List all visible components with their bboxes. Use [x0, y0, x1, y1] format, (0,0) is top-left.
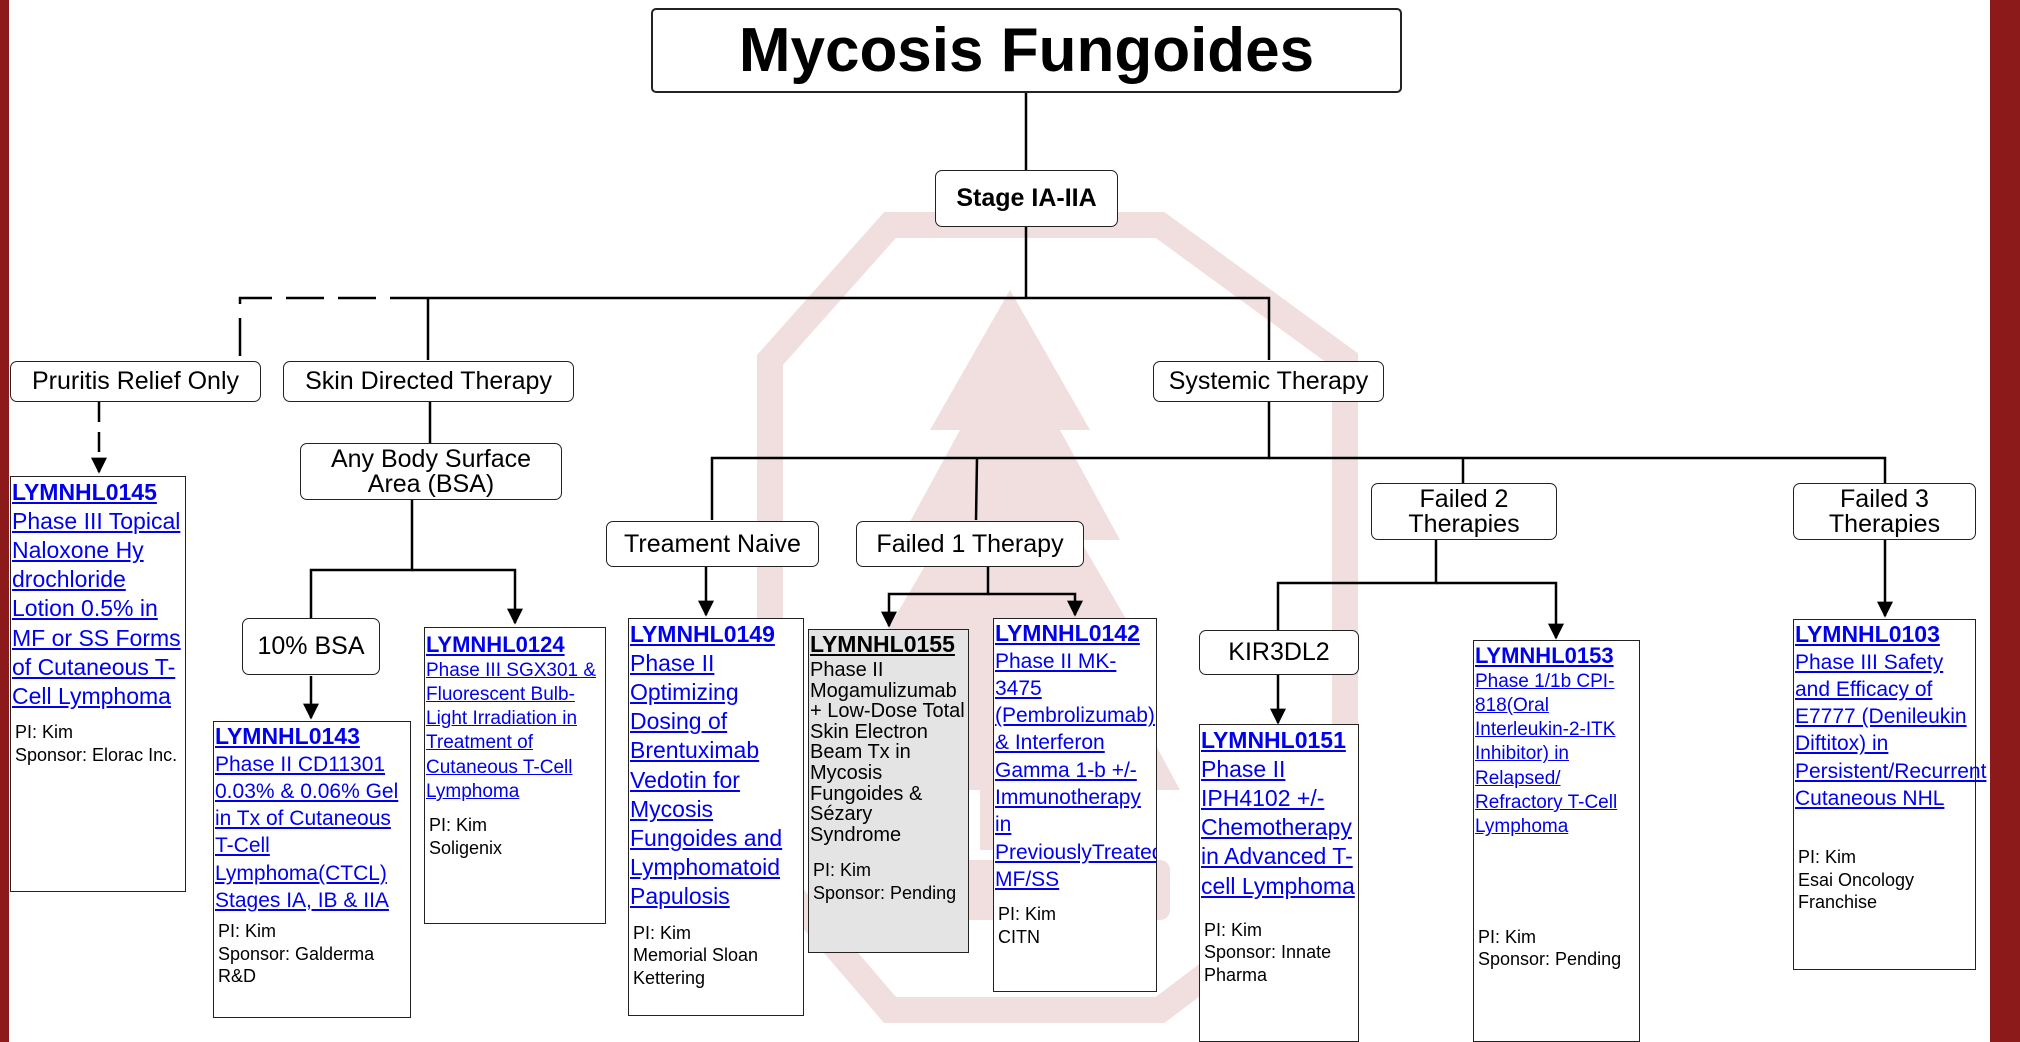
trial-card-lymnhl0153[interactable]: LYMNHL0153 Phase 1/1b CPI-818(Oral Inter…	[1473, 640, 1640, 1042]
trial-id-link[interactable]: LYMNHL0153	[1475, 643, 1614, 668]
trial-pi-sponsor: PI: Kim Esai Oncology Franchise	[1798, 847, 1915, 913]
kir3dl2-node: KIR3DL2	[1199, 630, 1359, 675]
trial-card-lymnhl0143[interactable]: LYMNHL0143 Phase II CD11301 0.03% & 0.06…	[213, 721, 411, 1018]
trial-id-link[interactable]: LYMNHL0103	[1795, 621, 1940, 647]
trial-id-link[interactable]: LYMNHL0149	[630, 621, 775, 647]
trial-id-label[interactable]: LYMNHL0155	[810, 631, 955, 657]
failed-two-therapies-node: Failed 2 Therapies	[1371, 483, 1557, 540]
trial-pi-sponsor: PI: Kim Soligenix	[429, 815, 503, 858]
trial-card-lymnhl0142[interactable]: LYMNHL0142 Phase II MK-3475 (Pembrolizum…	[993, 618, 1157, 992]
trial-title-link[interactable]: Phase II IPH4102 +/- Chemotherapy in Adv…	[1201, 755, 1355, 899]
trial-card-lymnhl0124[interactable]: LYMNHL0124 Phase III SGX301 & Fluorescen…	[424, 627, 606, 924]
systemic-therapy-node: Systemic Therapy	[1153, 361, 1384, 402]
failed-three-therapies-node: Failed 3 Therapies	[1793, 483, 1976, 540]
trial-pi-sponsor: PI: Kim Sponsor: Pending	[813, 860, 957, 903]
trial-card-lymnhl0151[interactable]: LYMNHL0151 Phase II IPH4102 +/- Chemothe…	[1199, 724, 1359, 1042]
stage-node: Stage IA-IIA	[935, 170, 1118, 227]
trial-id-link[interactable]: LYMNHL0124	[426, 632, 565, 657]
trial-card-lymnhl0103[interactable]: LYMNHL0103 Phase III Safety and Efficacy…	[1793, 619, 1987, 970]
trial-pi-sponsor: PI: Kim Sponsor: Pending	[1478, 926, 1622, 970]
trial-title-link[interactable]: Phase III SGX301 & Fluorescent Bulb-Ligh…	[426, 659, 597, 803]
pruritis-relief-node: Pruritis Relief Only	[10, 361, 261, 402]
trial-card-lymnhl0145[interactable]: LYMNHL0145 Phase III Topical Naloxone Hy…	[10, 476, 186, 892]
skin-directed-therapy-node: Skin Directed Therapy	[283, 361, 574, 402]
left-border-bar	[0, 0, 9, 1042]
trial-title-link[interactable]: Phase II Optimizing Dosing of Brentuxima…	[630, 649, 783, 910]
trial-title-link[interactable]: Phase III Topical Naloxone Hy drochlorid…	[12, 507, 181, 709]
trial-id-link[interactable]: LYMNHL0143	[215, 723, 360, 749]
trial-title-link[interactable]: Phase III Safety and Efficacy of E7777 (…	[1795, 650, 1987, 811]
treatment-naive-node: Treament Naive	[606, 521, 819, 567]
trial-pi-sponsor: PI: Kim Sponsor: Innate Pharma	[1204, 919, 1332, 985]
trial-pi-sponsor: PI: Kim Sponsor: Elorac Inc.	[15, 722, 178, 765]
trial-pi-sponsor: PI: Kim Memorial Sloan Kettering	[633, 922, 759, 988]
ten-percent-bsa-node: 10% BSA	[242, 618, 380, 675]
any-bsa-node: Any Body Surface Area (BSA)	[300, 443, 562, 500]
trial-title-link[interactable]: Phase II MK-3475 (Pembrolizumab) & Inter…	[995, 649, 1157, 891]
trial-title-text: Phase II Mogamulizumab + Low-Dose Total …	[810, 659, 965, 846]
right-border-bar	[1990, 0, 2020, 1042]
trial-pi-sponsor: PI: Kim CITN	[998, 904, 1057, 947]
trial-title-link[interactable]: Phase II CD11301 0.03% & 0.06% Gel in Tx…	[215, 752, 399, 913]
failed-one-therapy-node: Failed 1 Therapy	[856, 521, 1084, 567]
trial-id-link[interactable]: LYMNHL0145	[12, 479, 157, 505]
trial-card-lymnhl0149[interactable]: LYMNHL0149 Phase II Optimizing Dosing of…	[628, 618, 804, 1016]
trial-id-link[interactable]: LYMNHL0151	[1201, 727, 1346, 753]
trial-card-lymnhl0155[interactable]: LYMNHL0155 Phase II Mogamulizumab + Low-…	[808, 629, 969, 953]
trial-pi-sponsor: PI: Kim Sponsor: Galderma R&D	[218, 921, 375, 987]
trial-id-link[interactable]: LYMNHL0142	[995, 620, 1140, 646]
trial-title-link[interactable]: Phase 1/1b CPI-818(Oral Interleukin-2-IT…	[1475, 670, 1618, 838]
diagram-title: Mycosis Fungoides	[651, 8, 1402, 93]
